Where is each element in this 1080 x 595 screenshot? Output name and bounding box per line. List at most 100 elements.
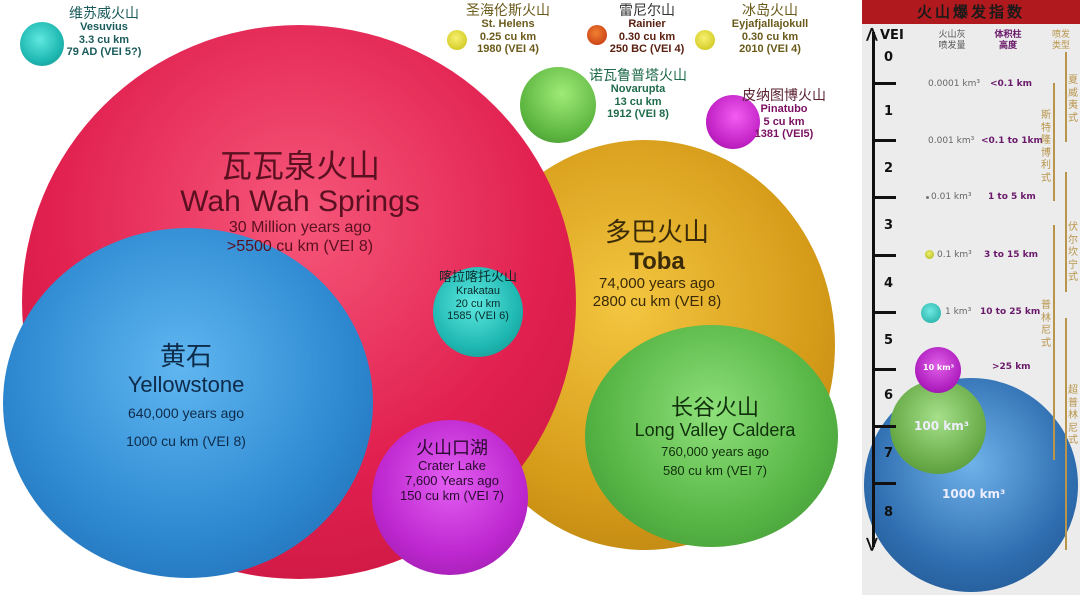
axis-arrow-up-icon: ⋀ [866,26,878,42]
vei-level: 8 [884,505,894,520]
axis-arrow-down-icon: ⋁ [866,536,878,552]
wahwah-cn: 瓦瓦泉火山 [219,148,380,184]
eyja-sphere [695,30,715,50]
krakatau-volume: 20 cu km [455,297,501,310]
vei-tick [872,82,896,85]
height-value: <0.1 to 1km [981,136,1043,146]
krakatau-label: 喀拉喀托火山 Krakatau 20 cu km 1585 (VEI 6) [438,269,518,323]
pinatubo-label: 皮纳图博火山 Pinatubo 5 cu km 1381 (VEI5) [742,87,826,141]
vesuvius-label: 维苏威火山 Vesuvius 3.3 cu km 79 AD (VEI 5?) [67,5,142,59]
ash-value: 0.1 km³ [937,250,972,260]
vei-tick [872,196,896,199]
wahwah-en: Wah Wah Springs [180,184,420,218]
pinatubo-en: Pinatubo [760,103,808,116]
yellowstone-en: Yellowstone [127,371,245,397]
vei-panel: 火山爆发指数 ⋀ ⋁ VEI 火山灰 喷发量 体积柱 高度 喷发 类型 0 1 … [862,0,1080,595]
vei-tick [872,311,896,314]
eyja-cn: 冰岛火山 [741,2,798,18]
vei-panel-title: 火山爆发指数 [862,0,1080,24]
krakatau-sphere [433,267,523,357]
eyja-label: 冰岛火山 Eyjafjallajokull 0.30 cu km 2010 (V… [732,2,808,56]
rainier-label: 雷尼尔山 Rainier 0.30 cu km 250 BC (VEI 4) [610,2,685,56]
vei-level: 3 [884,218,894,233]
pinatubo-sphere [706,95,760,149]
sthelens-sphere [447,30,467,50]
craterlake-label: 火山口湖 Crater Lake 7,600 Years ago 150 cu … [400,438,504,504]
vesuvius-sphere [20,22,64,66]
type-ultraplinian: 超普林尼式 [1068,385,1078,446]
col-ash-header: 火山灰 喷发量 [938,30,966,51]
height-value: >25 km [992,362,1031,372]
yellowstone-age: 640,000 years ago [128,405,244,422]
type-bracket [1053,83,1055,201]
novarupta-cn: 诺瓦鲁普塔火山 [589,67,687,83]
vesuvius-volume: 3.3 cu km [78,33,130,46]
type-plinian: 普林尼式 [1041,300,1051,349]
vei-tick [872,254,896,257]
vei-level: 7 [884,446,894,461]
vei-sphere-0.1 [925,250,934,259]
yellowstone-cn: 黄石 [159,341,213,371]
novarupta-en: Novarupta [610,83,666,96]
yellowstone-volume: 1000 cu km (VEI 8) [126,433,246,450]
pinatubo-cn: 皮纳图博火山 [742,87,826,103]
col-height-header: 体积柱 高度 [994,30,1022,51]
rainier-en: Rainier [628,18,666,31]
krakatau-year: 1585 (VEI 6) [447,310,509,323]
vei-tick [872,482,896,485]
sthelens-year: 1980 (VEI 4) [477,43,539,56]
type-bracket [1065,318,1067,550]
craterlake-cn: 火山口湖 [415,438,488,458]
wahwah-volume: >5500 cu km (VEI 8) [226,237,374,255]
vei-tick [872,425,896,428]
vei-axis [872,32,875,547]
rainier-volume: 0.30 cu km [618,30,676,43]
longvalley-sphere [585,325,838,547]
vei-sphere-10 [915,347,961,393]
novarupta-year: 1912 (VEI 8) [607,108,669,121]
pinatubo-year: 1381 (VEI5) [754,128,814,141]
craterlake-volume: 150 cu km (VEI 7) [399,487,505,503]
wahwah-age: 30 Million years ago [228,219,372,237]
sthelens-en: St. Helens [481,18,535,31]
craterlake-en: Crater Lake [418,457,486,473]
toba-volume: 2800 cu km (VEI 8) [592,292,722,310]
vei-sphere-0.01 [926,196,929,199]
rainier-sphere [587,25,607,45]
col-type-header: 喷发 类型 [1051,30,1070,51]
yellowstone-label: 黄石 Yellowstone 640,000 years ago 1000 cu… [126,341,246,450]
height-value: 3 to 15 km [984,250,1039,260]
novarupta-label: 诺瓦鲁普塔火山 Novarupta 13 cu km 1912 (VEI 8) [589,67,687,121]
novarupta-sphere [520,67,596,143]
longvalley-cn: 长谷火山 [670,395,759,420]
eyja-en: Eyjafjallajokull [731,18,809,31]
height-value: <0.1 km [990,79,1032,89]
rainier-year: 250 BC (VEI 4) [609,43,685,56]
pinatubo-volume: 5 cu km [763,115,805,128]
type-bracket [1065,172,1067,292]
vei-level: 4 [884,276,894,291]
type-strombolian: 斯特隆博利式 [1041,110,1051,184]
type-vulcanian: 伏尔坎宁式 [1068,222,1078,283]
novarupta-volume: 13 cu km [614,95,662,108]
toba-age: 74,000 years ago [599,275,715,293]
krakatau-cn: 喀拉喀托火山 [438,269,518,284]
vei-level: 0 [884,50,894,65]
sthelens-label: 圣海伦斯火山 St. Helens 0.25 cu km 1980 (VEI 4… [466,2,550,56]
height-value: 1 to 5 km [988,192,1036,202]
vei-level: 6 [884,388,894,403]
ash-value: 100 km³ [914,419,969,433]
sthelens-volume: 0.25 cu km [479,30,537,43]
eyja-volume: 0.30 cu km [741,30,799,43]
longvalley-volume: 580 cu km (VEI 7) [662,462,768,478]
ash-value: 10 km³ [923,363,955,372]
yellowstone-sphere [3,228,373,578]
rainier-cn: 雷尼尔山 [619,2,675,18]
vei-level: 2 [884,161,894,176]
vei-sphere-100 [890,380,986,474]
ash-value: 1000 km³ [942,487,1006,501]
ash-value: 0.001 km³ [928,136,975,146]
toba-label: 多巴火山 Toba 74,000 years ago 2800 cu km (V… [592,217,722,310]
vei-level: 1 [884,104,894,119]
longvalley-age: 760,000 years ago [661,443,769,459]
